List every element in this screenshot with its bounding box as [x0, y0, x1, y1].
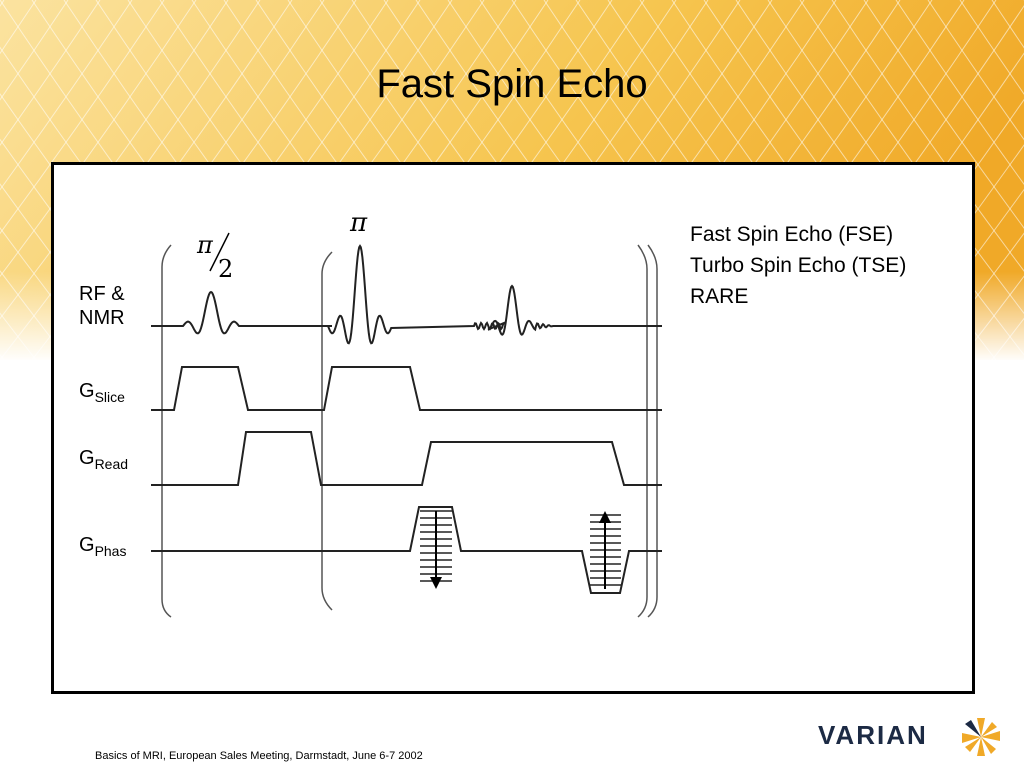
- pi-half-numerator: π: [196, 231, 214, 259]
- bracket-right-outer: [647, 244, 658, 618]
- pi-label: π: [349, 208, 368, 238]
- logo-text: VARIAN: [818, 720, 928, 750]
- row-label-g-phase: GPhas: [79, 534, 127, 559]
- row-label-g-read: GRead: [79, 447, 129, 472]
- varian-logo: VARIAN: [818, 712, 1008, 762]
- slide-title: Fast Spin Echo: [376, 62, 648, 106]
- g-read-waveform: [151, 431, 662, 486]
- pi-half-denominator: 2: [218, 255, 233, 283]
- row-label-rf: RF & NMR: [79, 283, 125, 329]
- bracket-right-inner: [637, 244, 648, 618]
- starburst-icon: [962, 718, 1000, 756]
- bracket-left: [161, 244, 172, 618]
- row-label-g-slice: GSlice: [79, 380, 125, 405]
- phase-arrow-up-head: [599, 511, 611, 523]
- rf-waveform: [151, 244, 662, 345]
- note-tse: Turbo Spin Echo (TSE): [690, 254, 907, 277]
- phase-arrow-down-head: [430, 577, 442, 589]
- footer-text: Basics of MRI, European Sales Meeting, D…: [95, 750, 423, 762]
- note-fse: Fast Spin Echo (FSE): [690, 223, 894, 246]
- diagram-panel: π 2 π RF & NMR GSlice GRead GPhas Fast S…: [51, 162, 975, 694]
- pi-half-slash: [209, 232, 230, 272]
- g-phase-waveform: [151, 506, 662, 594]
- sequence-names: Fast Spin Echo (FSE) Turbo Spin Echo (TS…: [690, 219, 906, 312]
- note-rare: RARE: [690, 285, 749, 308]
- g-slice-waveform: [151, 366, 662, 411]
- bracket-middle: [321, 251, 333, 611]
- pulse-sequence-diagram: π 2 π: [151, 208, 662, 618]
